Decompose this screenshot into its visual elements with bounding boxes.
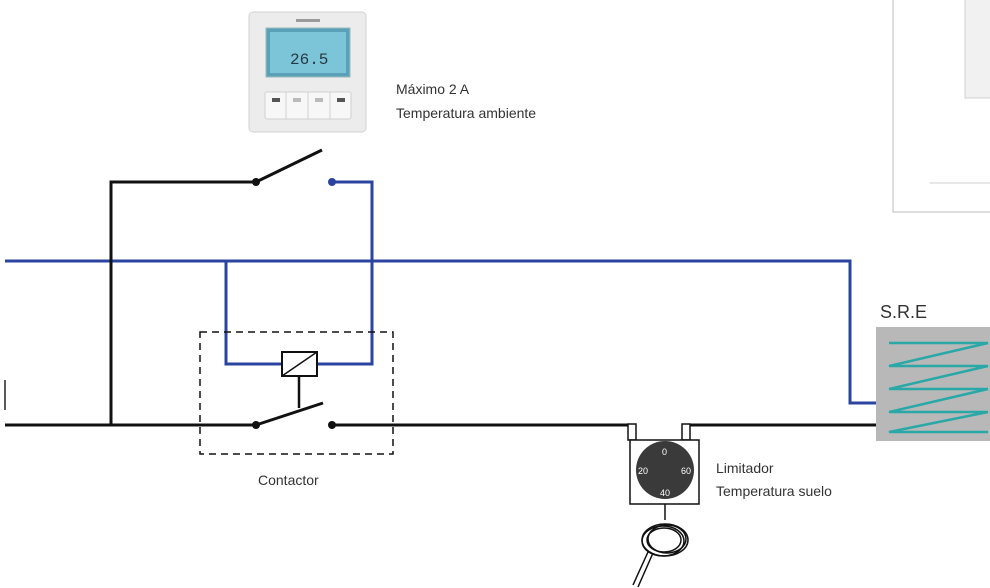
contactor-box (199, 331, 394, 455)
switch-contact-dot (328, 178, 336, 186)
dial-mark-right: 60 (681, 466, 691, 476)
document-thumbnail (892, 0, 990, 213)
thermostat-label-ambient: Temperatura ambiente (396, 105, 536, 121)
switch-icon (252, 148, 323, 186)
thermostat-label-max: Máximo 2 A (396, 81, 470, 97)
dial-mark-top: 0 (662, 447, 667, 457)
sre-label: S.R.E (880, 302, 927, 322)
dial-mark-left: 20 (638, 466, 648, 476)
thermostat-device-icon: 26.5 (248, 11, 367, 133)
relay-coil-icon (281, 351, 318, 408)
limiter-sublabel: Temperatura suelo (716, 483, 832, 499)
limiter-label: Limitador (716, 460, 774, 476)
neutral-wire (5, 180, 876, 405)
thermostat-display-value: 26.5 (290, 51, 328, 69)
heating-element-icon (876, 327, 990, 441)
contactor-switch-icon (252, 401, 336, 429)
dial-mark-bottom: 40 (660, 488, 670, 498)
contactor-label: Contactor (258, 472, 319, 488)
probe-coil-icon (632, 504, 689, 588)
phase-wire (5, 180, 876, 439)
dial-thermostat-icon: 0 20 60 40 (627, 423, 700, 505)
